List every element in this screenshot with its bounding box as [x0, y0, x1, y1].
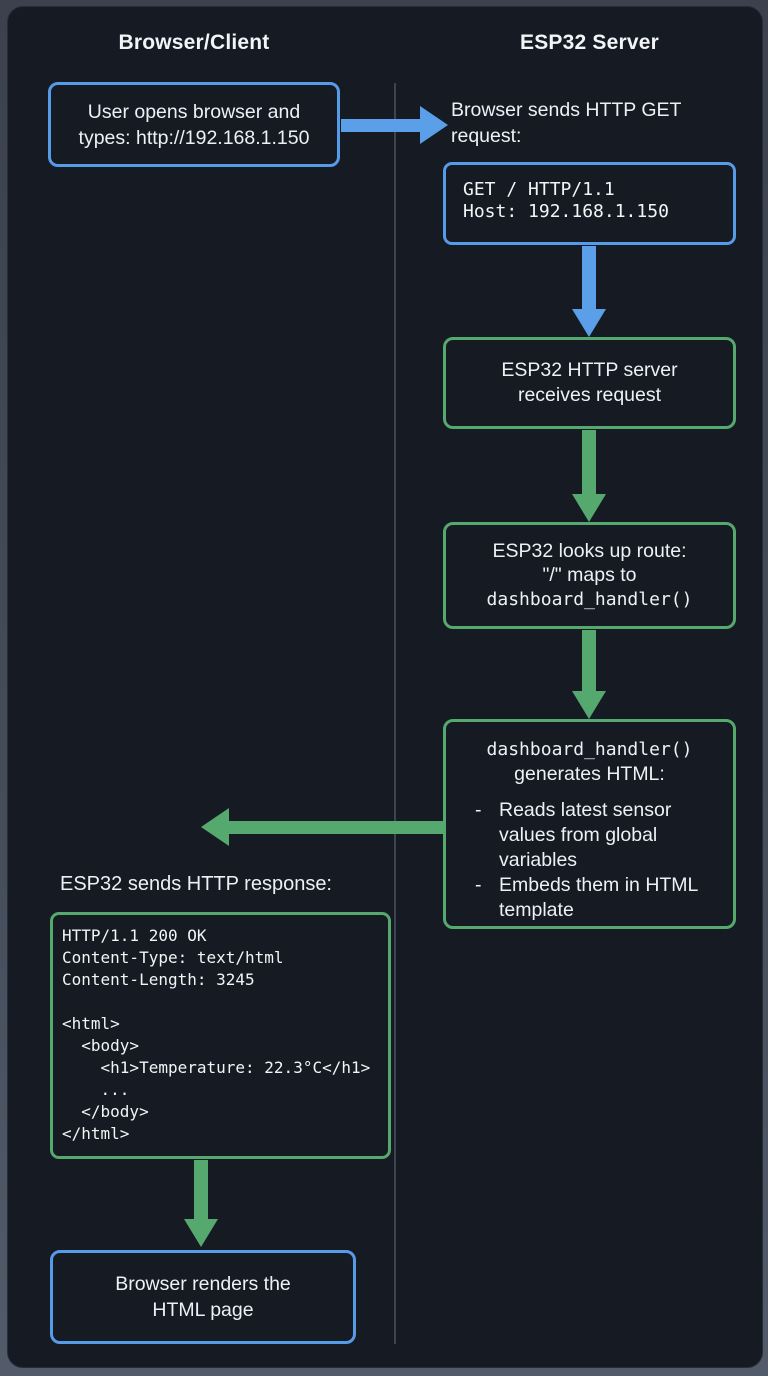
arrow-head: [184, 1219, 218, 1247]
route-box-line1: ESP32 looks up route:: [492, 539, 687, 562]
list-item: - Reads latest sensor values from global…: [446, 798, 733, 873]
user-box-line1: User opens browser and: [87, 100, 301, 123]
handler-box-title: generates HTML:: [514, 763, 665, 785]
dashboard-handler-box: dashboard_handler() generates HTML: - Re…: [443, 719, 736, 929]
http-response-code-box: HTTP/1.1 200 OK Content-Type: text/html …: [50, 912, 391, 1159]
route-lookup-arrow-down-icon: [572, 430, 606, 522]
route-lookup-box: ESP32 looks up route: "/" maps to dashbo…: [443, 522, 736, 629]
list-item: - Embeds them in HTML template: [446, 873, 733, 923]
arrow-stem: [194, 1160, 208, 1219]
handler-bullet-list: - Reads latest sensor values from global…: [446, 798, 733, 923]
arrow-stem: [227, 820, 443, 834]
column-header-esp32-server: ESP32 Server: [519, 31, 659, 54]
column-header-browser-client: Browser/Client: [118, 31, 270, 54]
arrow-head: [420, 106, 448, 144]
arrow-stem: [582, 246, 596, 309]
render-arrow-down-icon: [184, 1160, 218, 1247]
bullet-dash: -: [475, 874, 482, 896]
server-receives-request-box: ESP32 HTTP server receives request: [443, 337, 736, 429]
receive-box-line2: receives request: [517, 384, 662, 406]
arrow-stem: [582, 430, 596, 494]
route-box-handler-name: dashboard_handler(): [486, 588, 693, 610]
bullet-text: Embeds them in HTML template: [499, 874, 698, 921]
arrow-stem: [582, 630, 596, 691]
diagram-panel: Browser/Client ESP32 Server User opens b…: [7, 6, 763, 1368]
arrow-head: [572, 494, 606, 522]
arrow-stem: [341, 118, 422, 132]
arrow-head: [201, 808, 229, 846]
browser-renders-box: Browser renders the HTML page: [50, 1250, 356, 1344]
route-box-line2: "/" maps to: [542, 563, 637, 586]
column-divider: [394, 83, 396, 1344]
get-request-label: Browser sends HTTP GET request:: [451, 99, 682, 147]
user-opens-browser-box: User opens browser and types: http://192…: [48, 82, 340, 167]
handler-arrow-down-icon: [572, 630, 606, 719]
get-request-code-box: GET / HTTP/1.1 Host: 192.168.1.150: [443, 162, 736, 245]
user-box-line2: types: http://192.168.1.150: [78, 126, 310, 149]
arrow-head: [572, 309, 606, 337]
render-box-line2: HTML page: [152, 1299, 254, 1321]
bullet-text: Reads latest sensor values from global v…: [499, 799, 672, 871]
receive-box-line1: ESP32 HTTP server: [501, 359, 678, 381]
request-arrow-right-icon: [341, 106, 448, 144]
response-arrow-left-icon: [201, 808, 443, 846]
request-arrow-down-icon: [572, 246, 606, 337]
arrow-head: [572, 691, 606, 719]
http-response-label: ESP32 sends HTTP response:: [60, 873, 332, 895]
render-box-line1: Browser renders the: [115, 1273, 291, 1295]
bullet-dash: -: [475, 799, 482, 821]
handler-box-title-code: dashboard_handler(): [486, 739, 693, 760]
